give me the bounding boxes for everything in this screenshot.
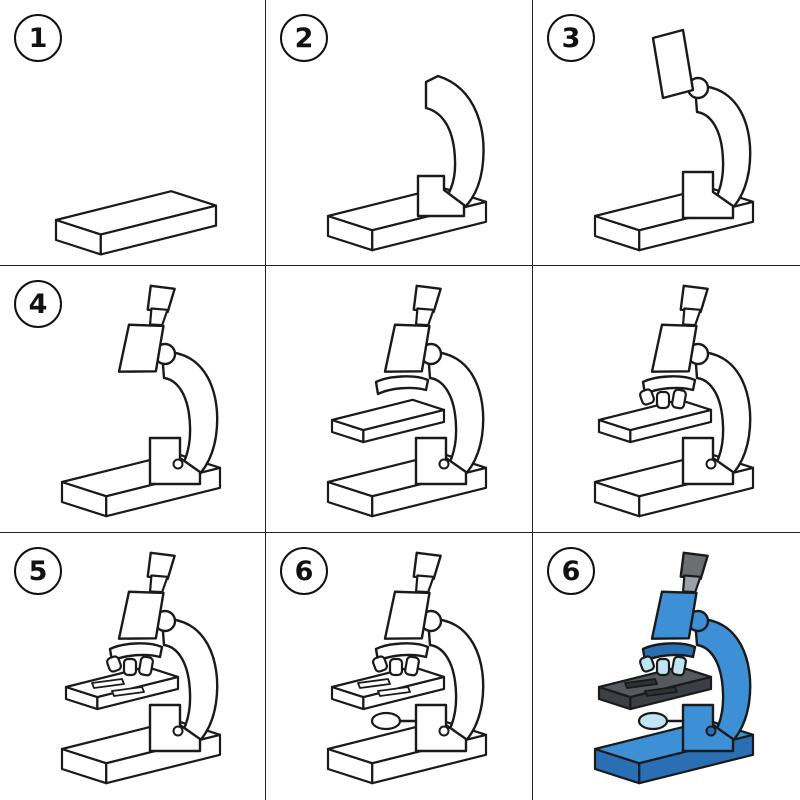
nosepiece [641, 375, 697, 396]
panel-5 [266, 266, 533, 533]
microscope-drawing [60, 284, 222, 518]
eyepiece-neck [681, 574, 702, 594]
step-number-badge: 4 [14, 280, 62, 328]
microscope-drawing [60, 551, 222, 785]
stage-platform [597, 665, 713, 711]
eyepiece-neck [414, 574, 435, 594]
stage-platform [330, 398, 446, 444]
panel-4: 4 [0, 266, 266, 533]
microscope-drawing [593, 28, 755, 252]
objective-lens [404, 655, 420, 677]
base-slab [54, 190, 218, 256]
head-block [651, 28, 695, 100]
objective-lens [638, 655, 656, 673]
panel-2: 2 [266, 0, 533, 266]
pillar [681, 170, 735, 220]
microscope-drawing [593, 284, 755, 518]
step-number-badge: 6 [547, 547, 595, 595]
objective-lens [671, 388, 687, 410]
panel-6 [533, 266, 800, 533]
panel-1: 1 [0, 0, 266, 266]
step-number-badge: 2 [280, 14, 328, 62]
objective-lens [138, 655, 154, 677]
eyepiece-neck [148, 307, 169, 327]
objective-lens [638, 388, 656, 406]
tube-body [117, 590, 165, 640]
mirror [370, 711, 402, 731]
step-number-badge: 1 [14, 14, 62, 62]
panel-9: 6 [533, 533, 800, 800]
step-number-badge: 5 [14, 547, 62, 595]
stage-clip [357, 678, 391, 689]
microscope-drawing [326, 284, 488, 518]
stage-platform [330, 665, 446, 711]
microscope-drawing [593, 551, 755, 785]
pivot-screw [172, 725, 184, 737]
objective-lens [671, 655, 687, 677]
pillar [416, 174, 466, 218]
stage-clip [111, 686, 145, 697]
microscope-drawing [326, 74, 488, 252]
objective-lens [655, 390, 671, 410]
nosepiece [641, 642, 697, 663]
tube-body [383, 323, 431, 373]
microscope-drawing [326, 551, 488, 785]
pivot-screw [705, 458, 717, 470]
mirror [637, 711, 669, 731]
tube-body [383, 590, 431, 640]
pivot-screw [172, 458, 184, 470]
objective-lens [122, 657, 138, 677]
stage-clip [91, 678, 125, 689]
step-number-badge: 3 [547, 14, 595, 62]
step-number-badge: 6 [280, 547, 328, 595]
tube-body [650, 323, 698, 373]
nosepiece [374, 642, 430, 663]
panel-8: 6 [266, 533, 533, 800]
stage-clip [377, 686, 411, 697]
stage-clip [644, 686, 678, 697]
tube-body [650, 590, 698, 640]
pivot-screw [438, 725, 450, 737]
tube-body [117, 323, 165, 373]
stage-platform [597, 398, 713, 444]
objective-lens [655, 657, 671, 677]
objective-lens [371, 655, 389, 673]
pivot-screw [705, 725, 717, 737]
objective-lens [388, 657, 404, 677]
stage-platform [64, 665, 180, 711]
nosepiece [108, 642, 164, 663]
eyepiece-neck [681, 307, 702, 327]
stage-clip [624, 678, 658, 689]
eyepiece-neck [148, 574, 169, 594]
pivot-screw [438, 458, 450, 470]
panel-7: 5 [0, 533, 266, 800]
eyepiece-neck [414, 307, 435, 327]
panel-3: 3 [533, 0, 800, 266]
microscope-drawing [54, 190, 218, 256]
nosepiece [374, 375, 430, 396]
objective-lens [105, 655, 123, 673]
